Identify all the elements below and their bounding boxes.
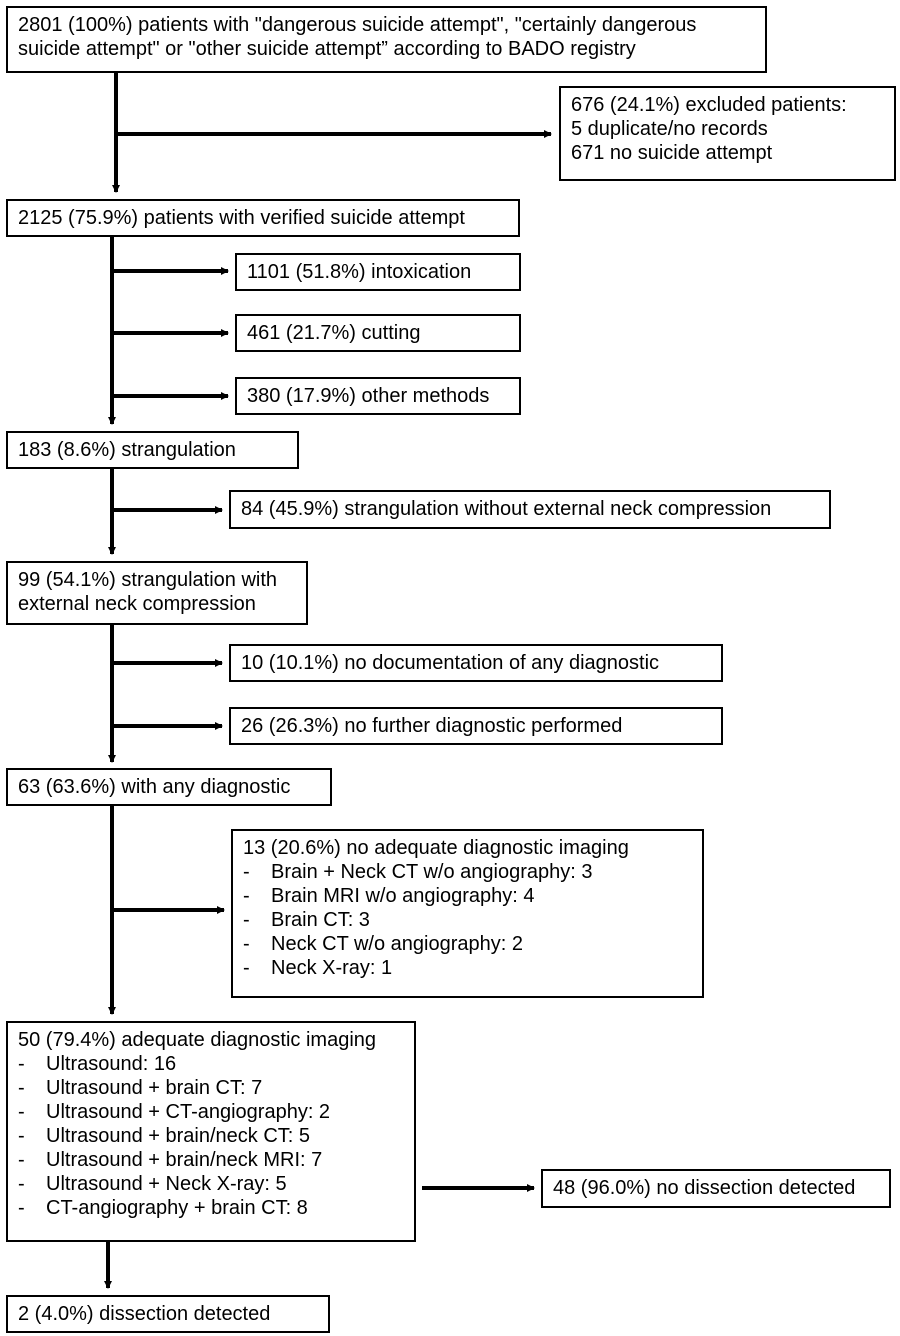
box-adequate-imaging: 50 (79.4%) adequate diagnostic imaging -…: [6, 1021, 416, 1242]
box-no-adequate-imaging: 13 (20.6%) no adequate diagnostic imagin…: [231, 829, 704, 998]
box-text-line: 461 (21.7%) cutting: [247, 322, 421, 344]
box-text-line: 1101 (51.8%) intoxication: [247, 261, 472, 283]
list-item: -Neck X-ray: 1: [243, 956, 692, 980]
box-text-line: 63 (63.6%) with any diagnostic: [18, 776, 291, 798]
bullet-dash: -: [243, 909, 250, 931]
box-strangulation-without-compression: 84 (45.9%) strangulation without externa…: [229, 490, 831, 529]
box-no-dissection: 48 (96.0%) no dissection detected: [541, 1169, 891, 1208]
list-item: -Ultrasound: 16: [18, 1052, 404, 1076]
list-item: -Ultrasound + Neck X-ray: 5: [18, 1172, 404, 1196]
bullet-dash: -: [243, 861, 250, 883]
list-item: -Ultrasound + brain/neck CT: 5: [18, 1124, 404, 1148]
bullet-dash: -: [18, 1101, 25, 1123]
list-item-text: Ultrasound + Neck X-ray: 5: [46, 1173, 287, 1195]
list-item-text: Ultrasound + brain/neck CT: 5: [46, 1125, 311, 1147]
box-bado-registry: 2801 (100%) patients with "dangerous sui…: [6, 6, 767, 73]
box-text-line: 183 (8.6%) strangulation: [18, 439, 236, 461]
box-text-line: 2125 (75.9%) patients with verified suic…: [18, 207, 465, 229]
box-no-further-diagnostic: 26 (26.3%) no further diagnostic perform…: [229, 707, 723, 745]
list-item-text: Neck X-ray: 1: [271, 957, 393, 979]
box-dissection-detected: 2 (4.0%) dissection detected: [6, 1295, 330, 1333]
box-text-line: 26 (26.3%) no further diagnostic perform…: [241, 715, 623, 737]
box-excluded-patients: 676 (24.1%) excluded patients: 5 duplica…: [559, 86, 896, 181]
list-item: -Ultrasound + CT-angiography: 2: [18, 1100, 404, 1124]
box-strangulation-with-compression: 99 (54.1%) strangulation with external n…: [6, 561, 308, 625]
list-item-text: Ultrasound: 16: [46, 1053, 177, 1075]
box-any-diagnostic: 63 (63.6%) with any diagnostic: [6, 768, 332, 806]
bullet-dash: -: [18, 1173, 25, 1195]
list-item-text: Ultrasound + brain CT: 7: [46, 1077, 263, 1099]
box-text-line: 5 duplicate/no records: [571, 118, 768, 140]
list-item-text: Ultrasound + brain/neck MRI: 7: [46, 1149, 323, 1171]
list-item-text: Ultrasound + CT-angiography: 2: [46, 1101, 331, 1123]
bullet-dash: -: [18, 1197, 25, 1219]
bullet-dash: -: [243, 885, 250, 907]
box-title: 50 (79.4%) adequate diagnostic imaging: [18, 1029, 377, 1051]
list-item-text: Brain MRI w/o angiography: 4: [271, 885, 535, 907]
box-text-line: 48 (96.0%) no dissection detected: [553, 1177, 856, 1199]
list-item: -Neck CT w/o angiography: 2: [243, 932, 692, 956]
box-text-line: 2 (4.0%) dissection detected: [18, 1303, 271, 1325]
list-item-text: Brain + Neck CT w/o angiography: 3: [271, 861, 593, 883]
list-item-text: Brain CT: 3: [271, 909, 370, 931]
box-text-line: 84 (45.9%) strangulation without externa…: [241, 498, 772, 520]
bullet-dash: -: [243, 933, 250, 955]
box-text-line: 10 (10.1%) no documentation of any diagn…: [241, 652, 660, 674]
box-other-methods: 380 (17.9%) other methods: [235, 377, 521, 415]
list-item: -Brain CT: 3: [243, 908, 692, 932]
box-strangulation: 183 (8.6%) strangulation: [6, 431, 299, 469]
box-text-line: suicide attempt" or "other suicide attem…: [18, 38, 636, 60]
box-cutting: 461 (21.7%) cutting: [235, 314, 521, 352]
bullet-dash: -: [18, 1077, 25, 1099]
list-item: -Brain MRI w/o angiography: 4: [243, 884, 692, 908]
box-intoxication: 1101 (51.8%) intoxication: [235, 253, 521, 291]
list-item-text: CT-angiography + brain CT: 8: [46, 1197, 308, 1219]
box-title: 13 (20.6%) no adequate diagnostic imagin…: [243, 837, 629, 859]
list-item-text: Neck CT w/o angiography: 2: [271, 933, 523, 955]
box-text-line: 380 (17.9%) other methods: [247, 385, 490, 407]
box-text-line: 2801 (100%) patients with "dangerous sui…: [18, 14, 697, 36]
box-text-line: 99 (54.1%) strangulation with: [18, 569, 278, 591]
box-text-line: external neck compression: [18, 593, 256, 615]
bullet-dash: -: [18, 1149, 25, 1171]
list-item: -Brain + Neck CT w/o angiography: 3: [243, 860, 692, 884]
bullet-dash: -: [18, 1125, 25, 1147]
list-item: -Ultrasound + brain/neck MRI: 7: [18, 1148, 404, 1172]
bullet-dash: -: [18, 1053, 25, 1075]
box-text-line: 676 (24.1%) excluded patients:: [571, 94, 847, 116]
bullet-dash: -: [243, 957, 250, 979]
box-no-documentation: 10 (10.1%) no documentation of any diagn…: [229, 644, 723, 682]
list-item: -Ultrasound + brain CT: 7: [18, 1076, 404, 1100]
box-verified-attempt: 2125 (75.9%) patients with verified suic…: [6, 199, 520, 237]
box-text-line: 671 no suicide attempt: [571, 142, 773, 164]
list-item: -CT-angiography + brain CT: 8: [18, 1196, 404, 1220]
